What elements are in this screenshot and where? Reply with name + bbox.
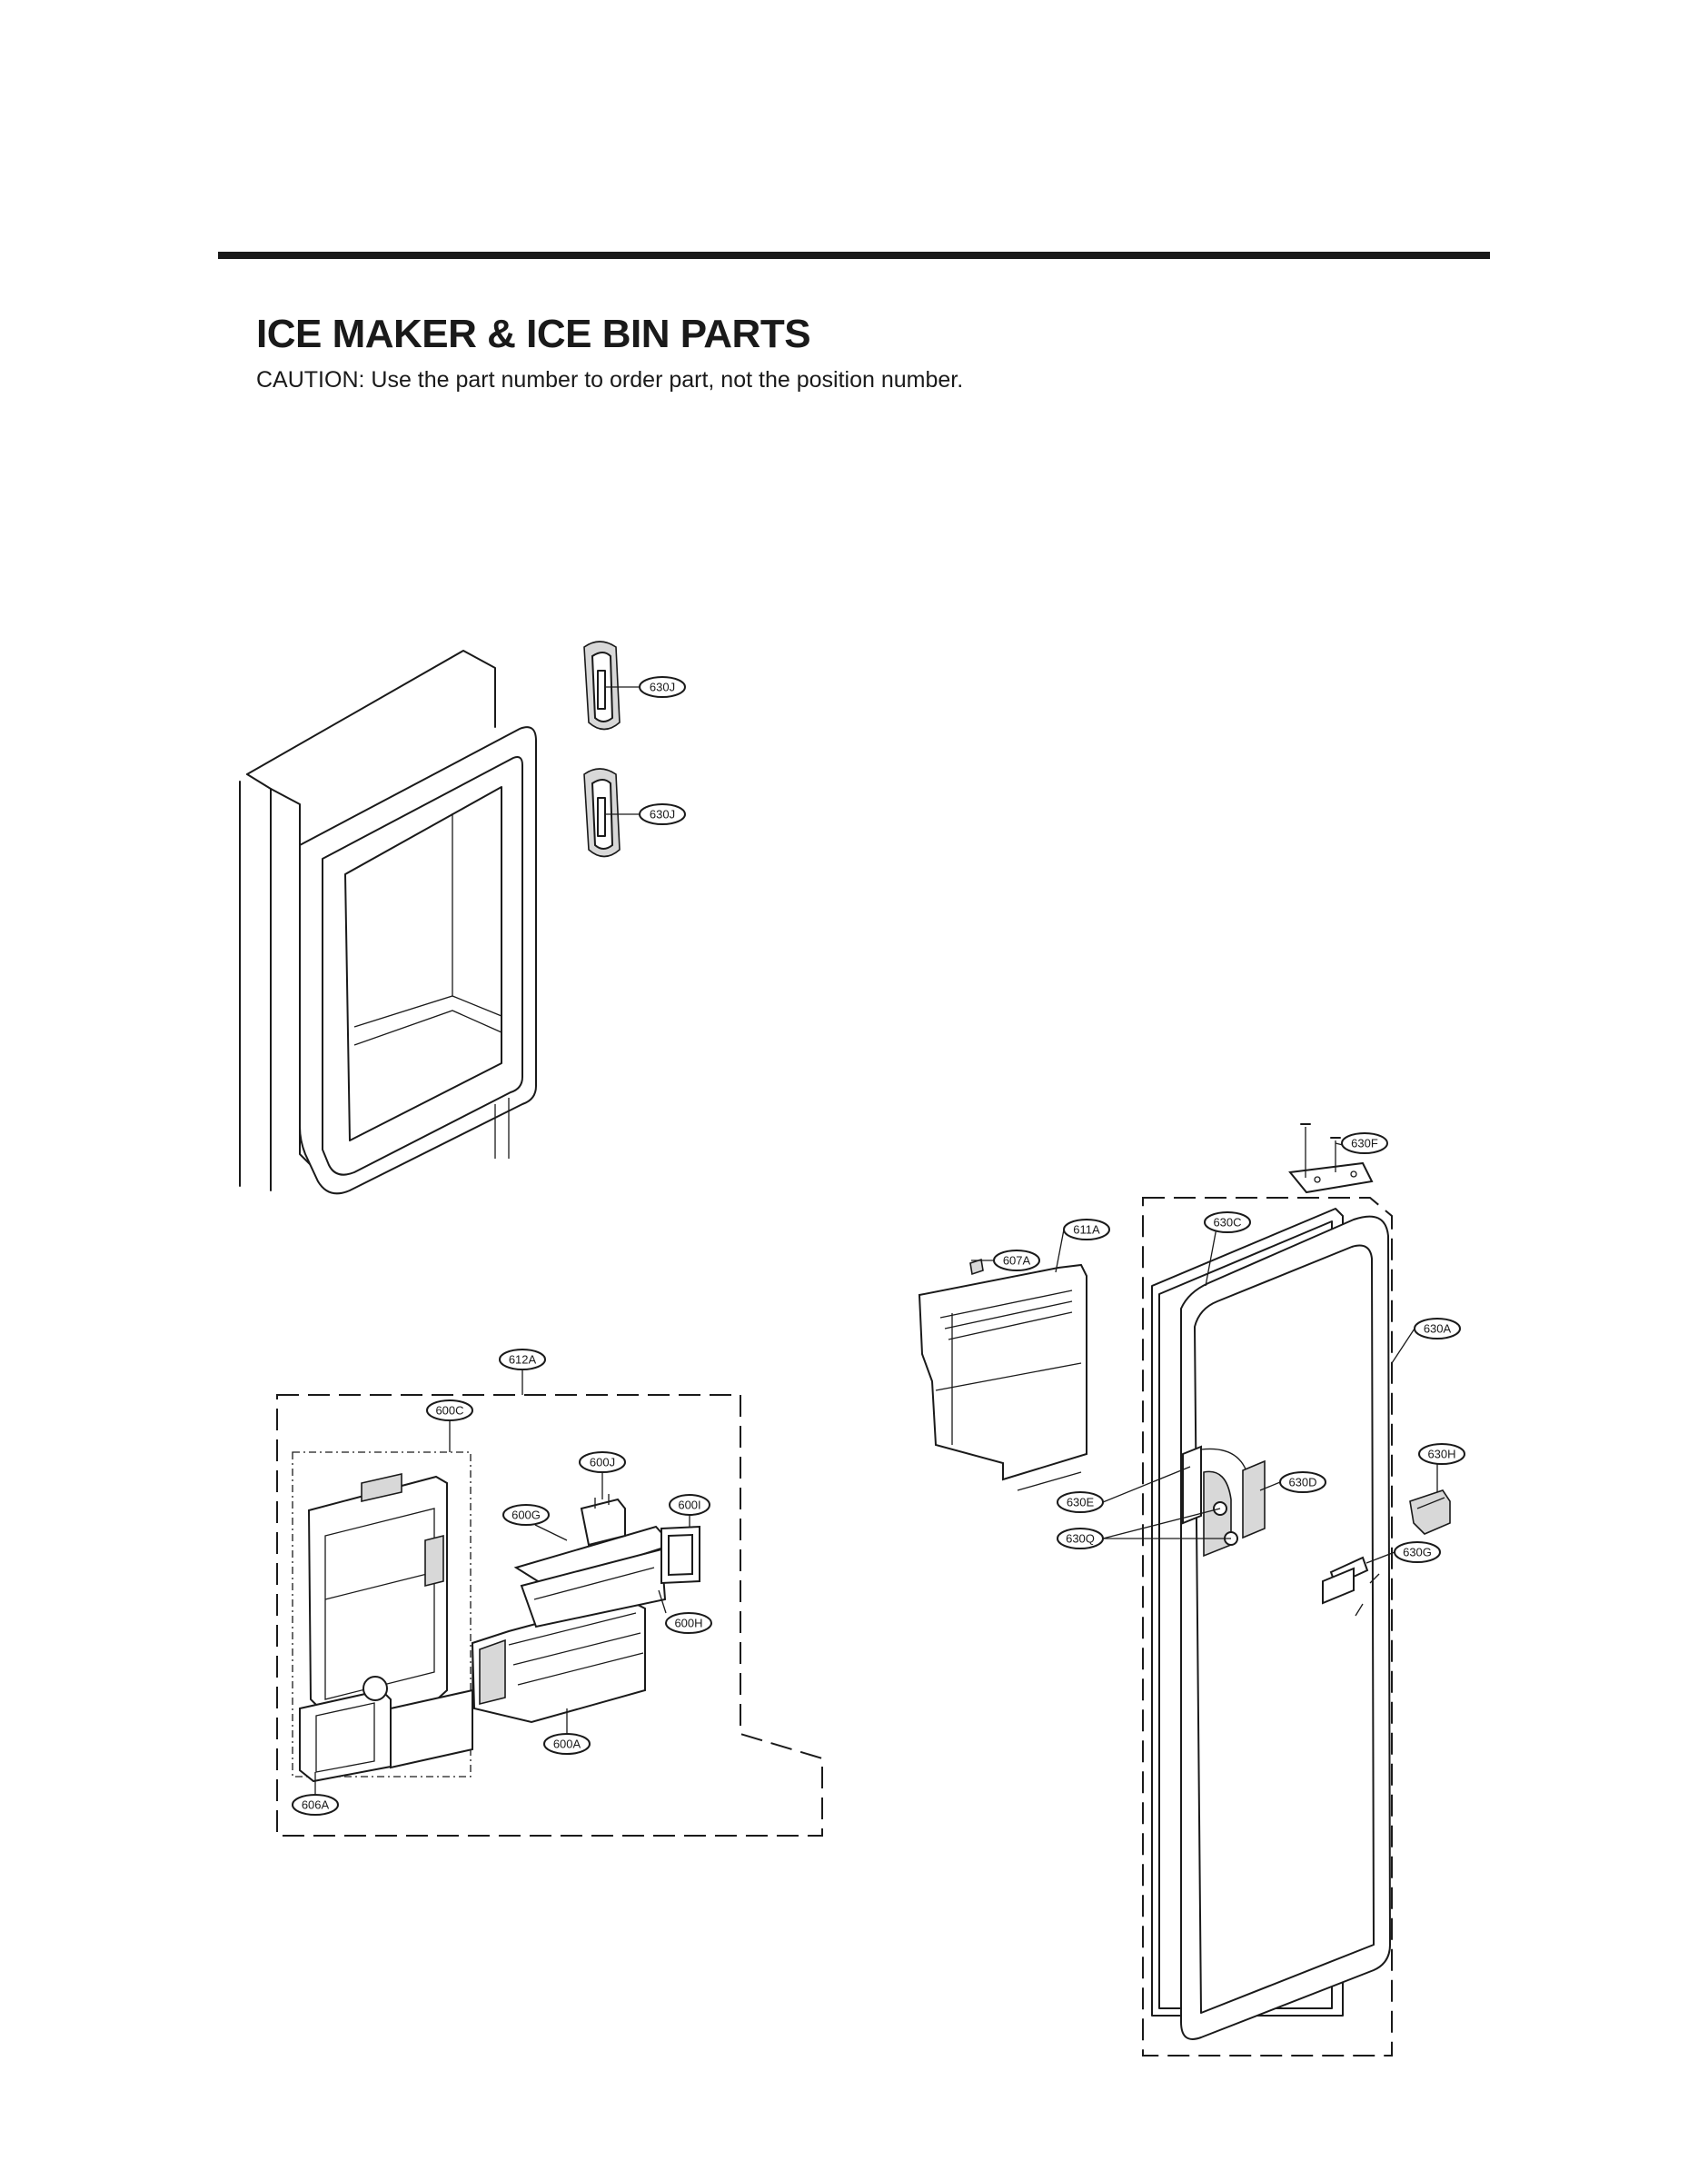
callout-600G: 600G: [502, 1504, 550, 1526]
svg-text:600C: 600C: [435, 1404, 463, 1418]
callout-600H: 600H: [665, 1612, 712, 1634]
svg-text:600J: 600J: [590, 1456, 615, 1469]
svg-text:611A: 611A: [1073, 1223, 1100, 1237]
svg-text:630H: 630H: [1427, 1448, 1455, 1461]
callout-600J: 600J: [579, 1451, 626, 1473]
callout-630E: 630E: [1057, 1491, 1104, 1513]
svg-text:630C: 630C: [1213, 1216, 1241, 1230]
callout-630F: 630F: [1341, 1132, 1388, 1154]
ice-bin-door-assembly: [1142, 1123, 1451, 2057]
callout-630Q: 630Q: [1057, 1528, 1104, 1549]
svg-text:600G: 600G: [511, 1509, 541, 1522]
callout-612A: 612A: [499, 1349, 546, 1370]
callout-630G: 630G: [1394, 1541, 1441, 1563]
callout-600I: 600I: [669, 1494, 710, 1516]
caution-note: CAUTION: Use the part number to order pa…: [256, 367, 964, 393]
svg-text:606A: 606A: [302, 1798, 330, 1812]
callout-630J-top: 630J: [639, 676, 686, 698]
svg-text:630A: 630A: [1424, 1322, 1452, 1336]
callout-607A: 607A: [993, 1250, 1040, 1271]
cap-630J-top: [583, 641, 640, 731]
page-title: ICE MAKER & ICE BIN PARTS: [256, 312, 811, 356]
door-dispenser-panel: [239, 650, 537, 1195]
svg-text:600A: 600A: [553, 1738, 581, 1751]
svg-text:600I: 600I: [678, 1499, 700, 1512]
svg-text:630D: 630D: [1288, 1476, 1316, 1489]
svg-text:630J: 630J: [650, 808, 675, 822]
cap-630J-bottom: [583, 768, 640, 858]
svg-text:630J: 630J: [650, 681, 675, 694]
svg-text:630F: 630F: [1351, 1137, 1378, 1150]
leader-lines: [314, 1142, 1438, 1795]
callout-630A: 630A: [1414, 1318, 1461, 1339]
svg-text:607A: 607A: [1003, 1254, 1031, 1268]
ice-maker-assembly: [276, 1394, 823, 1837]
callout-600A: 600A: [543, 1733, 591, 1755]
svg-text:612A: 612A: [509, 1353, 537, 1367]
ice-bin-cover: [918, 1258, 1087, 1491]
callout-630D: 630D: [1279, 1471, 1326, 1493]
callout-611A: 611A: [1063, 1219, 1110, 1240]
svg-text:630Q: 630Q: [1066, 1532, 1095, 1546]
callout-630J-bottom: 630J: [639, 803, 686, 825]
header-rule: [218, 252, 1490, 259]
svg-text:630E: 630E: [1067, 1496, 1095, 1509]
callout-600C: 600C: [426, 1399, 473, 1421]
svg-text:600H: 600H: [674, 1617, 702, 1630]
svg-text:630G: 630G: [1403, 1546, 1432, 1559]
callout-630C: 630C: [1204, 1211, 1251, 1233]
callout-606A: 606A: [292, 1794, 339, 1816]
callout-630H: 630H: [1418, 1443, 1465, 1465]
